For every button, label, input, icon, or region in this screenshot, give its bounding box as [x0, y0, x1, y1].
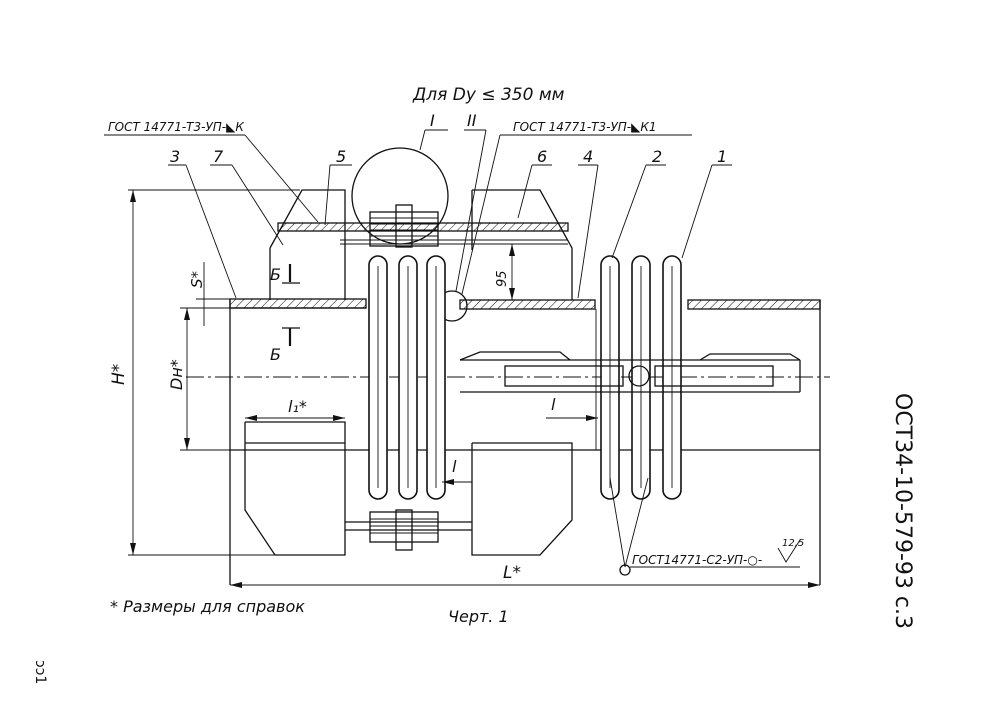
view-label-i: I	[430, 111, 435, 130]
position-5: 5	[336, 147, 346, 166]
dim-s-label: S*	[188, 270, 206, 288]
position-7: 7	[213, 147, 224, 166]
pipe-body	[229, 298, 821, 585]
dim-l-right-label: l	[551, 395, 556, 414]
upper-right-shroud	[471, 189, 573, 300]
weld-callout-left: ГОСТ 14771-Т3-УП-◣К	[108, 120, 244, 134]
roughness-symbol	[777, 539, 801, 563]
margin-mark: ɔɔ1	[32, 660, 48, 684]
section-label-bottom: Б	[270, 345, 281, 364]
dimension-l-right	[546, 415, 598, 421]
position-1: 1	[717, 147, 727, 166]
lower-right-shroud	[471, 442, 573, 556]
document-code: ОСТ34-10-579-93 с.3	[890, 393, 915, 629]
section-mark-bottom	[282, 327, 300, 346]
drawing-title: Для Dy ≤ 350 мм	[412, 85, 565, 105]
dimension-l-bottom	[442, 479, 472, 485]
right-bellows	[600, 255, 682, 500]
dimension-gap	[509, 244, 515, 300]
section-mark-top	[282, 264, 300, 284]
detail-circle-i	[351, 147, 449, 245]
bottom-bolt-assembly	[345, 509, 472, 551]
tie-plate	[277, 222, 569, 232]
position-4: 4	[583, 147, 593, 166]
dim-dn-label: Dн*	[167, 359, 186, 390]
dimension-dn	[180, 307, 232, 451]
lower-left-shroud	[244, 421, 346, 556]
dimension-h	[128, 189, 300, 556]
section-label-top: Б	[270, 265, 281, 284]
dim-l1-label: l₁*	[288, 397, 307, 416]
dim-gap-label: 95	[495, 270, 510, 287]
dimension-l-total	[230, 582, 820, 588]
dim-l-total-label: L*	[503, 563, 521, 583]
weld-callout-bottom: ГОСТ14771-С2-УП-○-	[632, 553, 762, 567]
position-3: 3	[170, 147, 180, 166]
dim-l-bottom-label: l	[452, 457, 457, 476]
view-label-ii: II	[467, 111, 477, 130]
weld-mark-circle	[619, 564, 631, 576]
weld-callout-right: ГОСТ 14771-Т3-УП-◣К1	[513, 120, 657, 134]
tie-rod	[459, 351, 801, 393]
dimension-l1	[245, 415, 345, 421]
footnote: * Размеры для справок	[110, 597, 305, 616]
position-2: 2	[652, 147, 662, 166]
roughness-value: 12,5	[782, 538, 804, 549]
left-bellows	[368, 255, 446, 500]
upper-left-shroud	[269, 189, 346, 300]
leader-lines	[104, 129, 800, 568]
figure-caption: Черт. 1	[448, 607, 509, 626]
dim-h-label: H*	[109, 364, 129, 385]
position-6: 6	[537, 147, 547, 166]
